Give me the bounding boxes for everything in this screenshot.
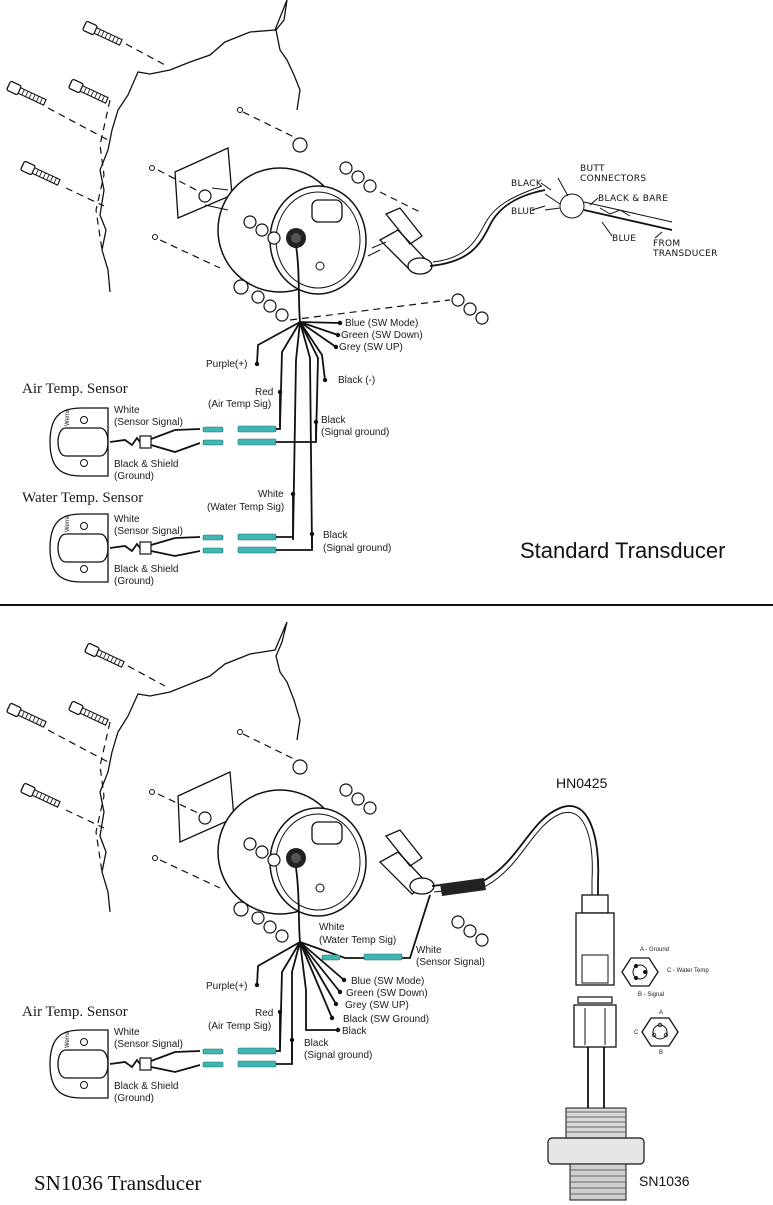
deutsch-connector [573, 894, 617, 1110]
air-shield-sub-label: (Ground) [114, 471, 154, 482]
air-temp-sensor-top: Air Temp. Sensor Wema White (Sensor Sign… [22, 381, 317, 482]
label-b-black-sig-sub: (Signal ground) [304, 1050, 372, 1061]
pin-b-signal-label: B - Signal [638, 992, 664, 998]
label-b-blue-sw-mode: Blue (SW Mode) [351, 976, 424, 987]
washers-bottom [243, 783, 489, 947]
screw-3 [68, 78, 109, 104]
pin-c-water-label: C - Water Temp [667, 968, 709, 974]
butt-black-label: BLACK [511, 179, 543, 189]
transducer-plug-bottom [378, 829, 435, 895]
pin-b-label: B [659, 1050, 663, 1056]
top-section: BUTT CONNECTORS BLACK BLUE BLACK & BARE … [6, 0, 725, 587]
bottom-section: HN0425 A - Ground C - Water Temp B - Sig… [6, 621, 709, 1201]
screw-b1 [84, 642, 125, 668]
pinout-female: A - Ground C - Water Temp B - Signal [621, 947, 709, 998]
label-b-green-sw-down: Green (SW Down) [346, 988, 428, 999]
pinout-male: A B C [634, 1010, 679, 1056]
gauge-body [198, 137, 367, 295]
label-white-water: White [258, 489, 284, 500]
label-grey-sw-up: Grey (SW UP) [339, 342, 403, 353]
sn1036-transducer [547, 1107, 645, 1201]
label-black-signal-1: Black [321, 415, 346, 426]
wire-harness-bottom [254, 867, 431, 1060]
panel-cutout-outline [99, 0, 301, 293]
label-b-grey-sw-up: Grey (SW UP) [345, 1000, 409, 1011]
air-b-white-sub-label: (Sensor Signal) [114, 1039, 183, 1050]
butt-connectors-header-line1: BUTT [580, 164, 605, 174]
air-b-shield-sub-label: (Ground) [114, 1093, 154, 1104]
label-black-neg: Black (-) [338, 375, 375, 386]
screw-2 [6, 80, 47, 106]
washer-stack-upper [339, 161, 377, 193]
water-shield-label: Black & Shield [114, 564, 178, 575]
from-transducer-line2: TRANSDUCER [652, 249, 718, 259]
label-b-black: Black [342, 1026, 367, 1037]
hn0425-cable [431, 805, 600, 895]
label-b-red-sub: (Air Temp Sig) [208, 1021, 271, 1032]
svg-text:Wema: Wema [65, 514, 71, 532]
water-white-sub-label: (Sensor Signal) [114, 526, 183, 537]
screw-b3 [68, 700, 109, 726]
label-blue-sw-mode: Blue (SW Mode) [345, 318, 418, 329]
bottom-title: SN1036 Transducer [34, 1171, 201, 1195]
svg-text:Wema: Wema [65, 408, 71, 426]
water-temp-sensor-title: Water Temp. Sensor [22, 490, 143, 506]
label-black-signal-1-sub: (Signal ground) [321, 427, 389, 438]
butt-blue-right-label: BLUE [612, 234, 636, 244]
air-b-white-label: White [114, 1027, 140, 1038]
label-b-red: Red [255, 1008, 273, 1019]
sn1036-label: SN1036 [639, 1173, 690, 1189]
washer-stack-lower [251, 290, 289, 322]
svg-text:Wema: Wema [65, 1030, 71, 1048]
label-black-signal-2-sub: (Signal ground) [323, 543, 391, 554]
screw-1 [82, 20, 123, 46]
butt-connectors-header-line2: CONNECTORS [580, 174, 646, 184]
label-red: Red [255, 387, 273, 398]
pin-c-label: C [634, 1030, 639, 1036]
label-black-signal-2: Black [323, 530, 348, 541]
butt-connector-detail: BUTT CONNECTORS BLACK BLUE BLACK & BARE … [511, 164, 718, 259]
air-white-label: White [114, 405, 140, 416]
water-temp-sensor: Water Temp. Sensor Wema White (Sensor Si… [22, 490, 313, 587]
label-green-sw-down: Green (SW Down) [341, 330, 423, 341]
pin-a-ground-label: A - Ground [640, 947, 669, 953]
top-title: Standard Transducer [520, 538, 725, 563]
screw-b2 [6, 702, 47, 728]
label-b-black-sig: Black [304, 1038, 329, 1049]
label-b-white-signal-sub: (Sensor Signal) [416, 957, 485, 968]
label-b-white-water: White [319, 922, 345, 933]
label-b-black-sw-ground: Black (SW Ground) [343, 1014, 429, 1025]
label-b-white-signal: White [416, 945, 442, 956]
label-red-sub: (Air Temp Sig) [208, 399, 271, 410]
hn0425-label: HN0425 [556, 775, 608, 791]
air-temp-sensor-title: Air Temp. Sensor [22, 381, 128, 397]
label-b-white-water-sub: (Water Temp Sig) [319, 935, 396, 946]
water-white-label: White [114, 514, 140, 525]
air-temp-sensor-title-bottom: Air Temp. Sensor [22, 1004, 128, 1020]
air-b-shield-label: Black & Shield [114, 1081, 178, 1092]
label-white-water-sub: (Water Temp Sig) [207, 502, 284, 513]
butt-black-bare-label: BLACK & BARE [598, 194, 668, 204]
water-shield-sub-label: (Ground) [114, 576, 154, 587]
air-shield-label: Black & Shield [114, 459, 178, 470]
transducer-plug [367, 207, 433, 275]
washer-stack-left [243, 215, 281, 245]
butt-blue-label: BLUE [511, 207, 535, 217]
air-white-sub-label: (Sensor Signal) [114, 417, 183, 428]
screw-4 [20, 160, 61, 186]
pin-a-label: A [659, 1010, 663, 1016]
label-b-purple: Purple(+) [206, 981, 247, 992]
air-temp-sensor-bottom: Air Temp. Sensor Wema White (Sensor Sign… [22, 1004, 293, 1104]
screw-b4 [20, 782, 61, 808]
label-purple: Purple(+) [206, 359, 247, 370]
transducer-cable [429, 189, 546, 267]
gauge-body-bottom [198, 759, 367, 917]
washer-stack-right [451, 293, 489, 325]
panel-cutout-outline-bottom [99, 621, 301, 913]
from-transducer-line1: FROM [653, 239, 680, 249]
